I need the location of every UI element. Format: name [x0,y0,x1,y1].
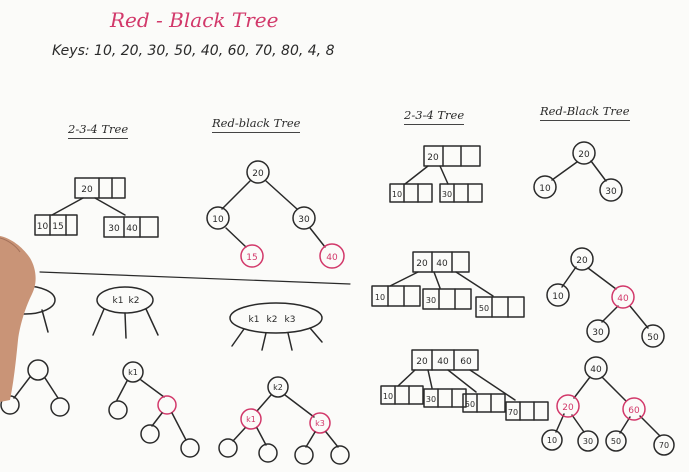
label-30: 30 [426,296,436,305]
heading-right-234-tree: 2-3-4 Tree [404,109,465,125]
label-20: 20 [576,256,588,266]
label-50: 50 [611,437,621,446]
label-20: 20 [562,403,574,413]
label-k3: k3 [315,419,325,428]
label-10: 10 [212,215,224,225]
right-234-step1 [389,145,483,203]
generic-rb-red-child [157,395,177,415]
label-40: 40 [436,259,448,269]
label-30: 30 [108,224,120,234]
label-10: 10 [375,293,385,302]
label-30: 30 [583,437,593,446]
keys-line: Keys: 10, 20, 30, 50, 40, 60, 70, 80, 4,… [52,43,335,59]
label-10: 10 [37,222,49,232]
label-k2: k2 [273,383,283,392]
rb-node-15-red [240,244,264,268]
left-red-black-tree [206,160,345,269]
rb-node-30 [292,206,316,230]
divider-line [39,271,351,285]
rb-node-20 [246,160,270,184]
generic-rb-root-1 [27,359,49,381]
rb-step2-red-40 [611,285,635,309]
label-60: 60 [628,406,640,416]
label-10: 10 [392,190,402,199]
label-k1: k1 [113,296,124,306]
right-rb-step2 [546,247,665,348]
label-40: 40 [590,365,602,375]
node-box-root [74,177,126,199]
label-20: 20 [416,357,428,367]
generic-node-3key [229,302,323,334]
label-k1: k1 [249,315,260,325]
label-70: 70 [659,441,669,450]
label-k3: k3 [285,315,296,325]
label-10: 10 [539,184,551,194]
label-20: 20 [578,150,590,160]
label-50: 50 [465,400,475,409]
node-box-leaf-right [103,216,159,238]
label-15: 15 [52,222,63,232]
label-15: 15 [246,253,257,263]
rb-node-10 [206,206,230,230]
label-30: 30 [442,190,452,199]
rb-node-40-red [319,243,345,269]
label-20: 20 [416,259,428,269]
label-40: 40 [617,294,629,304]
presenter-hand [0,236,36,402]
generic-node-2key [96,286,154,314]
heading-left-red-black-tree: Red-black Tree [212,117,301,133]
label-k1: k1 [128,368,138,377]
label-50: 50 [647,333,659,343]
label-10: 10 [383,392,393,401]
label-30: 30 [605,187,617,197]
right-234-step2 [371,251,525,318]
heading-left-234-tree: 2-3-4 Tree [68,123,129,139]
generic-rb-root-3 [267,376,289,398]
label-70: 70 [508,408,518,417]
label-k2: k2 [267,315,278,325]
label-40: 40 [437,357,449,367]
generic-rb-red-right [309,412,331,434]
left-234-tree [34,177,159,238]
label-30: 30 [426,395,436,404]
right-rb-step1 [533,141,623,202]
label-k2: k2 [129,296,140,306]
generic-rb-red-left [240,408,262,430]
generic-red-black-row [0,359,350,465]
right-rb-step3 [541,356,675,456]
right-234-step3 [380,349,549,421]
node-box-leaf-left [34,214,78,236]
label-10: 10 [547,436,557,445]
label-40: 40 [326,253,338,263]
label-20: 20 [81,185,93,195]
heading-right-red-black-tree: Red-Black Tree [540,105,630,121]
label-10: 10 [552,292,564,302]
label-k1: k1 [246,415,256,424]
label-20: 20 [427,153,439,163]
rb-step3-red-20 [556,394,580,418]
label-30: 30 [298,215,310,225]
generic-rb-root-2 [122,361,144,383]
rb-step3-red-60 [622,397,646,421]
label-20: 20 [252,169,264,179]
label-40: 40 [126,224,138,234]
board-title: Red - Black Tree [110,8,279,32]
label-50: 50 [479,304,489,313]
label-30: 30 [592,328,604,338]
label-60: 60 [460,357,472,367]
